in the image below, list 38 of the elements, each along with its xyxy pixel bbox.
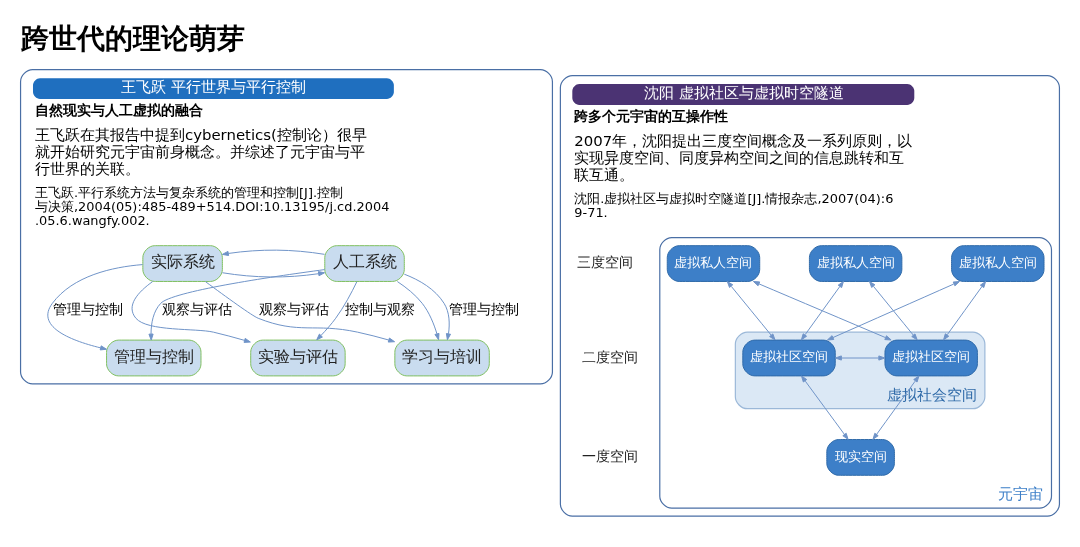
edge-label: 管理与控制 — [53, 301, 124, 318]
arrow — [396, 281, 440, 341]
arrow — [801, 375, 849, 440]
node-box: 人工系统 — [324, 245, 405, 282]
arrow — [943, 281, 987, 341]
arrow — [221, 249, 326, 257]
diagram-title: 跨世代的理论萌芽 — [20, 22, 245, 56]
node-box: 虚拟社区空间 — [884, 339, 978, 377]
node-box: 虚拟私人空间 — [808, 245, 903, 282]
node-box: 实际系统 — [142, 245, 223, 282]
node-box: 虚拟社区空间 — [742, 339, 836, 377]
arrow — [47, 264, 144, 351]
label: 一度空间 — [582, 448, 639, 465]
arrow — [834, 355, 886, 361]
arrow — [131, 281, 251, 343]
node-box: 管理与控制 — [106, 339, 202, 377]
arrow — [148, 269, 326, 341]
arrow — [221, 271, 326, 278]
arrow — [726, 281, 776, 341]
node-box: 实验与评估 — [250, 339, 346, 377]
arrow — [869, 281, 918, 341]
node-box: 现实空间 — [826, 439, 895, 476]
label: 三度空间 — [577, 254, 634, 271]
node-box: 虚拟私人空间 — [666, 245, 761, 282]
edge-label: 观察与评估 — [258, 301, 329, 318]
label: 二度空间 — [582, 348, 639, 365]
arrow — [872, 375, 920, 440]
edge-label: 管理与控制 — [448, 301, 519, 318]
arrow — [205, 281, 396, 343]
arrow — [800, 281, 844, 341]
node-box: 虚拟私人空间 — [951, 245, 1045, 282]
arrow — [316, 281, 358, 341]
arrow — [826, 281, 960, 341]
edge-label: 控制与观察 — [345, 301, 416, 318]
edge-label: 观察与评估 — [161, 301, 232, 318]
arrow — [403, 273, 451, 341]
arrow — [752, 281, 892, 341]
node-box: 学习与培训 — [394, 339, 490, 377]
